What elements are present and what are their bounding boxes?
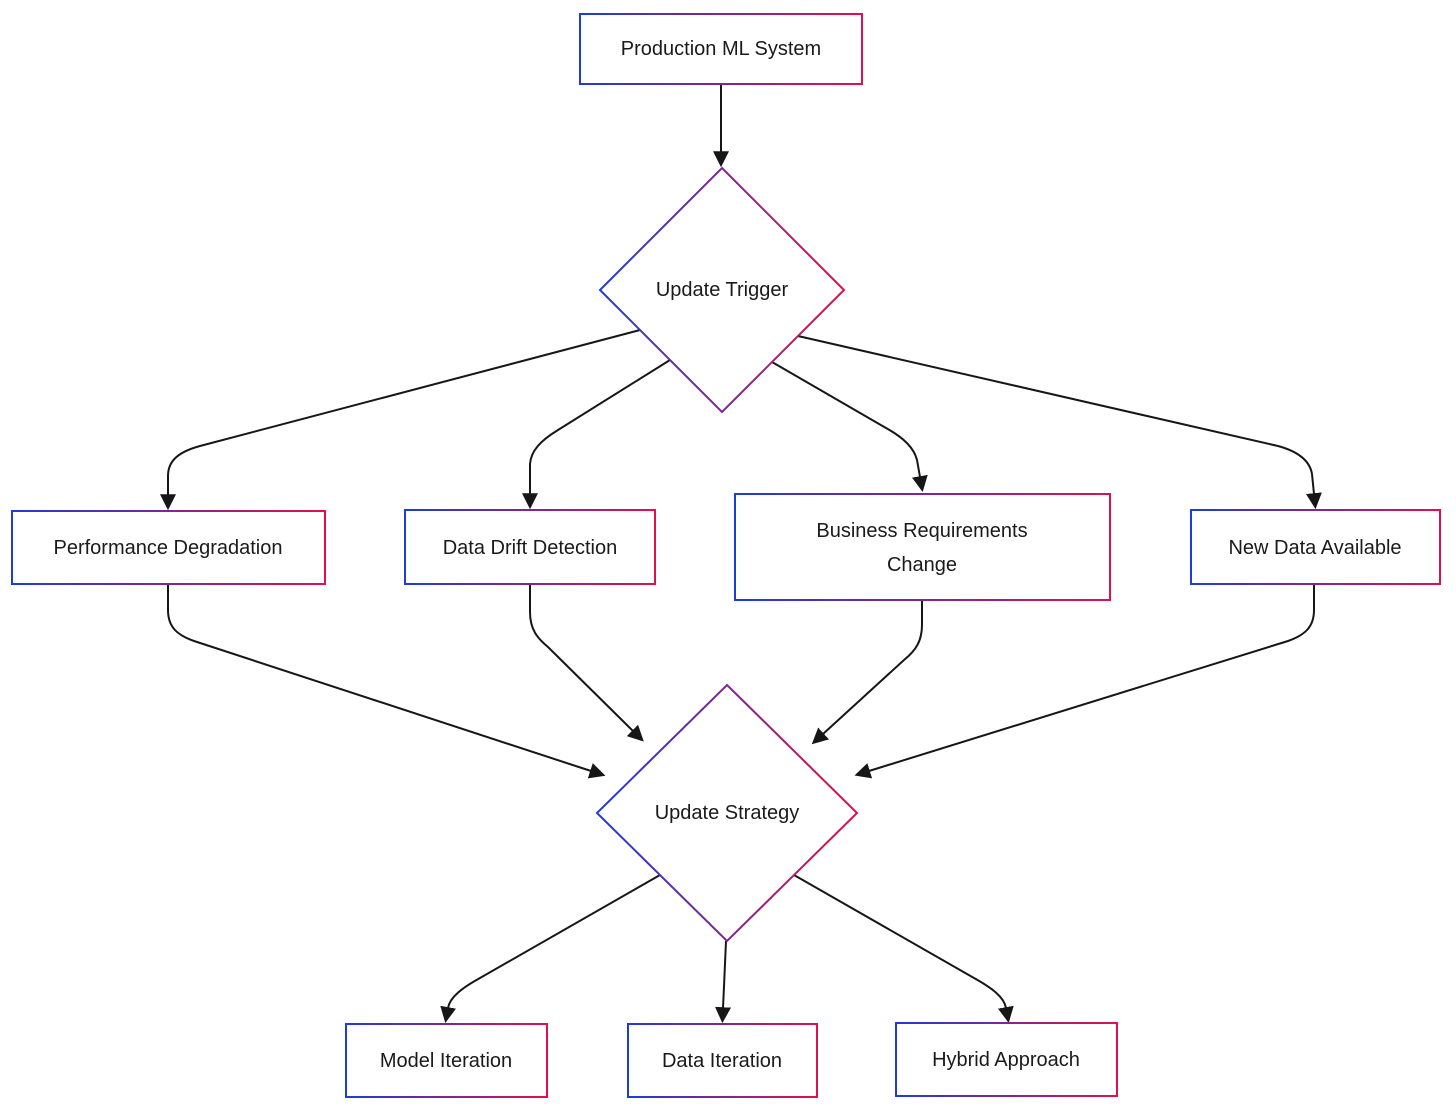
node-box bbox=[1190, 509, 1441, 585]
node-hybrid-approach: Hybrid Approach bbox=[895, 1022, 1118, 1097]
edge-new-data-available-to-update-strategy bbox=[854, 584, 1315, 779]
edges-layer bbox=[160, 84, 1322, 1024]
node-label: Data Drift Detection bbox=[443, 537, 618, 559]
edge-update-trigger-to-new-data-available bbox=[797, 335, 1322, 510]
node-box bbox=[895, 1022, 1118, 1097]
node-data-iteration: Data Iteration bbox=[627, 1023, 818, 1098]
node-label: Data Iteration bbox=[662, 1050, 782, 1072]
node-box bbox=[627, 1023, 818, 1098]
edge-update-strategy-to-hybrid-approach bbox=[793, 874, 1014, 1023]
node-label: Production ML System bbox=[621, 38, 821, 60]
edge-update-strategy-to-model-iteration bbox=[440, 874, 661, 1023]
edge-update-trigger-to-performance-degradation bbox=[160, 329, 641, 511]
node-label: Model Iteration bbox=[380, 1050, 512, 1072]
node-box bbox=[404, 509, 656, 585]
node-performance-degradation: Performance Degradation bbox=[11, 510, 326, 585]
node-update-trigger: Update Trigger bbox=[598, 166, 846, 414]
edge-performance-degradation-to-update-strategy bbox=[167, 584, 606, 779]
node-new-data-available: New Data Available bbox=[1190, 509, 1441, 585]
node-diamond bbox=[595, 683, 859, 943]
node-label: Performance Degradation bbox=[53, 537, 282, 559]
node-box bbox=[579, 13, 863, 85]
node-label: Update Trigger bbox=[656, 279, 789, 301]
node-diamond bbox=[598, 166, 846, 414]
node-box bbox=[11, 510, 326, 585]
node-box bbox=[345, 1023, 548, 1098]
node-production-ml-system: Production ML System bbox=[579, 13, 863, 85]
node-label: New Data Available bbox=[1228, 537, 1401, 559]
node-label-line-2: Change bbox=[887, 554, 957, 576]
edge-update-trigger-to-business-requirements-change bbox=[771, 361, 928, 492]
node-label: Hybrid Approach bbox=[932, 1049, 1080, 1071]
node-update-strategy: Update Strategy bbox=[595, 683, 859, 943]
node-box bbox=[734, 493, 1111, 601]
node-business-requirements-change: Business Requirements Change bbox=[734, 493, 1111, 601]
edge-update-strategy-to-data-iteration bbox=[715, 940, 732, 1024]
node-label-line-1: Business Requirements bbox=[816, 520, 1027, 542]
edge-data-drift-detection-to-update-strategy bbox=[529, 584, 644, 742]
node-label: Update Strategy bbox=[655, 802, 800, 824]
node-model-iteration: Model Iteration bbox=[345, 1023, 548, 1098]
nodes-layer: Production ML System Update Trigger Perf… bbox=[11, 13, 1441, 1098]
edge-update-trigger-to-data-drift-detection bbox=[522, 359, 671, 510]
node-data-drift-detection: Data Drift Detection bbox=[404, 509, 656, 585]
edge-business-requirements-change-to-update-strategy bbox=[811, 600, 923, 745]
